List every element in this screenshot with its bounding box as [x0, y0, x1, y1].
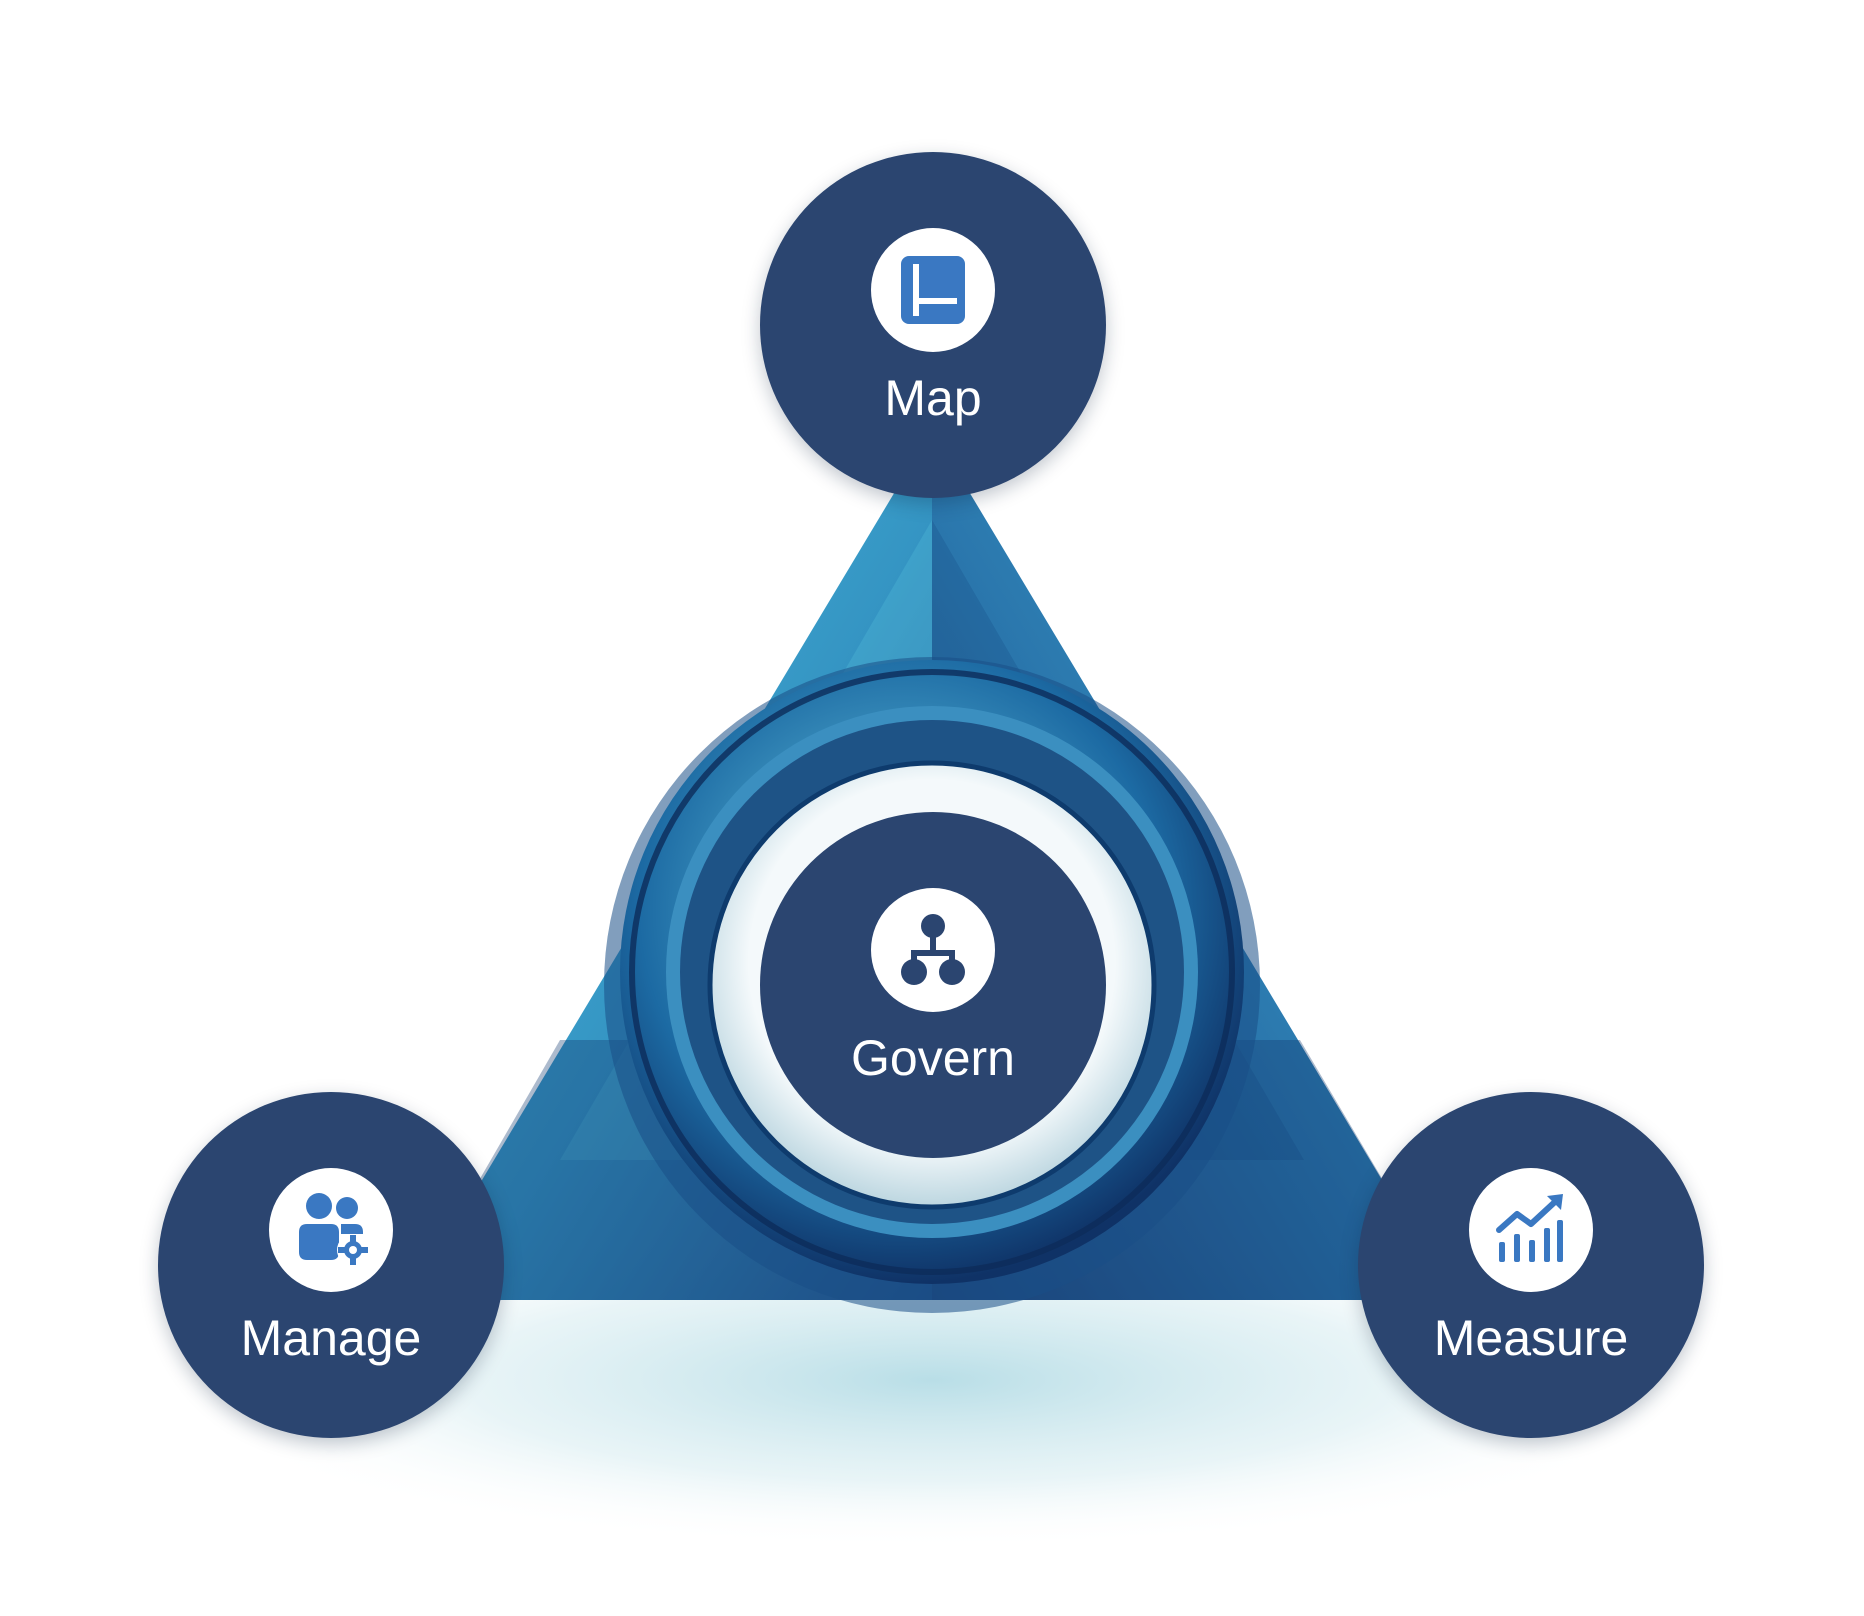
layout-icon [871, 228, 995, 352]
measure-label: Measure [1433, 1310, 1629, 1366]
govern-node: Govern [760, 812, 1106, 1158]
map-label: Map [884, 370, 982, 426]
govern-label: Govern [851, 1030, 1015, 1086]
hierarchy-icon [871, 888, 995, 1012]
map-node: Map [760, 152, 1106, 498]
chart-trend-icon [1469, 1168, 1593, 1292]
manage-label: Manage [240, 1310, 422, 1366]
measure-node: Measure [1358, 1092, 1704, 1438]
manage-node: Manage [158, 1092, 504, 1438]
people-settings-icon [269, 1168, 393, 1292]
